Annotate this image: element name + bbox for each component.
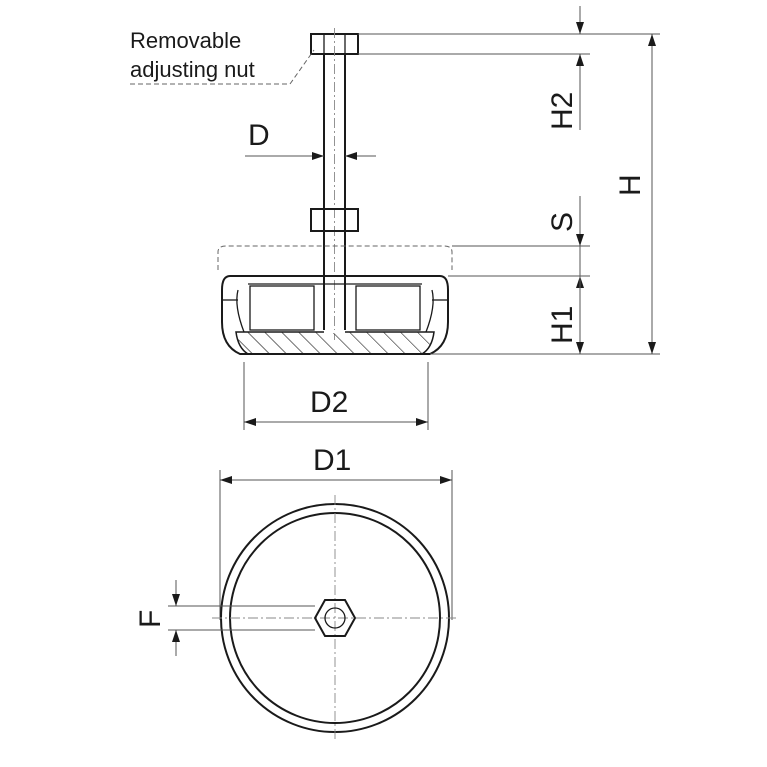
callout-line-2: adjusting nut bbox=[130, 57, 255, 82]
dim-h: H bbox=[614, 34, 656, 354]
dim-d: D bbox=[245, 119, 376, 160]
label-f: F bbox=[134, 610, 167, 628]
label-d: D bbox=[248, 119, 270, 152]
right-extension-lines bbox=[358, 33, 660, 355]
dim-s: S bbox=[546, 196, 584, 288]
side-view: Removable adjusting nut D H2 bbox=[130, 6, 660, 430]
top-view: D1 F bbox=[134, 444, 458, 740]
label-d2: D2 bbox=[310, 386, 348, 419]
dim-h2: H2 bbox=[546, 6, 584, 130]
dim-d1: D1 bbox=[219, 444, 453, 620]
base-body bbox=[221, 275, 449, 355]
label-h: H bbox=[614, 174, 647, 196]
dim-h1: H1 bbox=[546, 276, 584, 354]
dim-d2: D2 bbox=[243, 362, 429, 430]
label-d1: D1 bbox=[313, 444, 351, 477]
callout-line-1: Removable bbox=[130, 28, 241, 53]
label-h2: H2 bbox=[546, 92, 579, 130]
base-section-hatch bbox=[235, 331, 435, 355]
label-s: S bbox=[546, 212, 579, 232]
lock-nut bbox=[310, 208, 359, 232]
nut-callout: Removable adjusting nut bbox=[130, 28, 315, 85]
dim-f: F bbox=[134, 580, 315, 656]
hex-nut-top bbox=[313, 599, 357, 637]
label-h1: H1 bbox=[546, 306, 579, 344]
threaded-stem bbox=[323, 28, 346, 340]
base-travel-outline bbox=[217, 245, 453, 270]
